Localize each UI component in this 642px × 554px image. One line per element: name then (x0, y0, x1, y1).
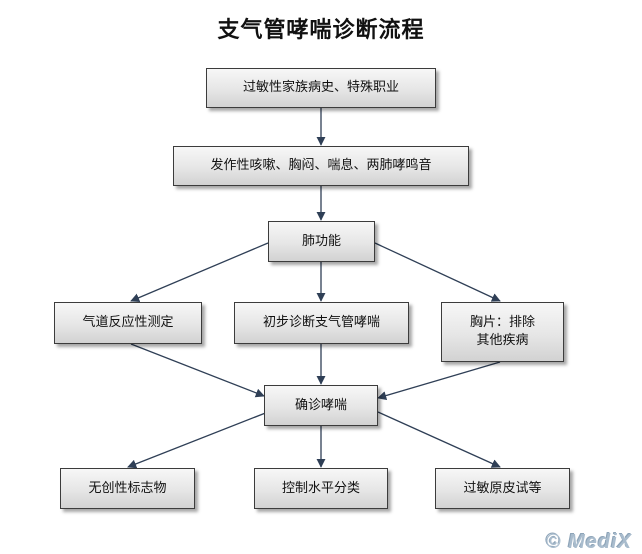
node-symptoms-label: 发作性咳嗽、胸闷、喘息、两肺哮鸣音 (210, 158, 432, 173)
node-control-level-label: 控制水平分类 (281, 480, 360, 496)
node-airway-test: 气道反应性测定 (54, 302, 202, 344)
node-initial-diagnosis-label: 初步诊断支气管哮喘 (262, 315, 380, 330)
node-chest-film-line1: 胸片：排除 (469, 315, 535, 330)
arrow-lung-function-to-airway-test (130, 242, 269, 302)
node-chest-film-line2: 其他疾病 (476, 333, 529, 348)
node-history-label: 过敏性家族病史、特殊职业 (242, 80, 399, 95)
node-noninvasive-markers-label: 无创性标志物 (88, 480, 167, 496)
node-chest-film: 胸片：排除 其他疾病 (441, 302, 564, 362)
node-lung-function: 肺功能 (268, 221, 375, 262)
node-lung-function-label: 肺功能 (301, 233, 341, 249)
node-symptoms: 发作性咳嗽、胸闷、喘息、两肺哮鸣音 (173, 146, 469, 186)
arrow-confirm-to-allergen-test (377, 411, 501, 468)
node-initial-diagnosis: 初步诊断支气管哮喘 (234, 302, 409, 344)
arrow-chest-film-to-confirm (377, 361, 501, 401)
node-noninvasive-markers: 无创性标志物 (60, 468, 195, 509)
node-control-level: 控制水平分类 (254, 468, 388, 509)
arrow-confirm-to-markers (127, 411, 269, 469)
node-airway-test-label: 气道反应性测定 (82, 315, 174, 330)
arrow-airway-test-to-confirm (130, 343, 265, 398)
node-confirm: 确诊哮喘 (264, 385, 378, 426)
node-history: 过敏性家族病史、特殊职业 (206, 68, 436, 108)
diagram-title: 支气管哮喘诊断流程 (217, 17, 425, 43)
node-allergen-test-label: 过敏原皮试等 (463, 480, 542, 496)
watermark: © MediX (545, 531, 632, 553)
node-allergen-test: 过敏原皮试等 (435, 468, 570, 509)
node-confirm-label: 确诊哮喘 (294, 397, 347, 413)
arrow-lung-function-to-chest-film (374, 242, 501, 302)
